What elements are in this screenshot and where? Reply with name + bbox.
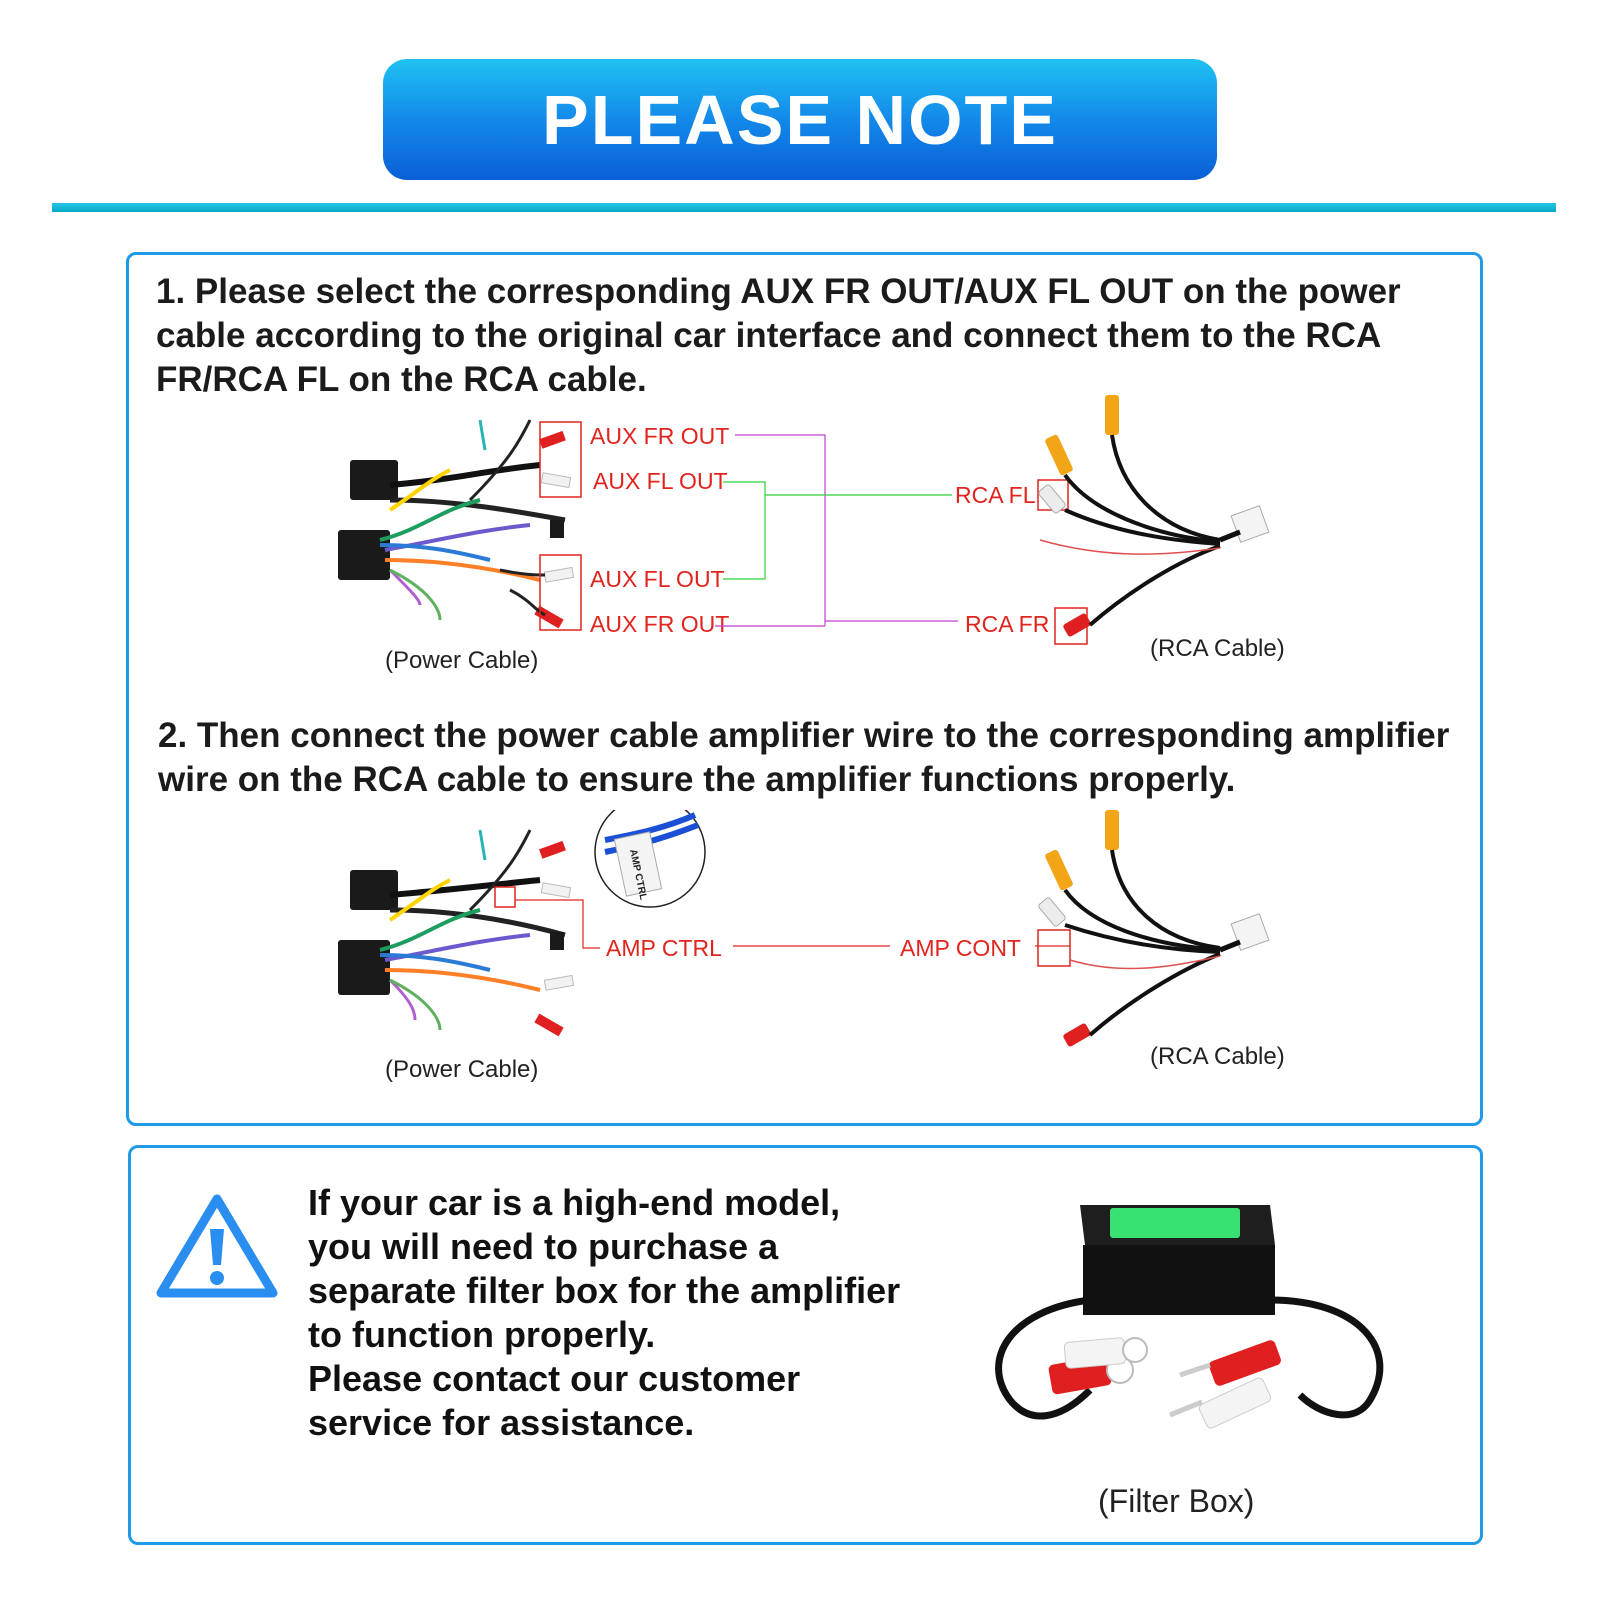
step-1-text: 1. Please select the corresponding AUX F…: [156, 272, 1401, 399]
power-cable-caption: (Power Cable): [385, 1056, 538, 1083]
rca-cable-caption: (RCA Cable): [1150, 1043, 1285, 1070]
label-aux-fl-out-top: AUX FL OUT: [593, 468, 728, 494]
page-title: PLEASE NOTE: [542, 80, 1058, 159]
label-rca-fl: RCA FL: [955, 482, 1036, 508]
label-amp-cont: AMP CONT: [900, 935, 1021, 961]
warning-text: If your car is a high-end model, you wil…: [308, 1182, 901, 1443]
label-amp-ctrl: AMP CTRL: [606, 935, 722, 961]
power-cable-caption: (Power Cable): [385, 647, 538, 674]
header-divider: [52, 203, 1556, 212]
amp-wire-highlight-box: [494, 886, 516, 908]
amp-connection-lines: [515, 899, 1070, 949]
fr-connection-lines: [715, 434, 958, 627]
rca-cable-image: [1038, 810, 1270, 1047]
filter-box-caption: (Filter Box): [1098, 1483, 1255, 1519]
power-cable-image: [338, 829, 575, 1037]
rca-cable-caption: (RCA Cable): [1150, 635, 1285, 662]
label-aux-fr-out-bottom: AUX FR OUT: [590, 611, 729, 637]
fl-connection-lines: [723, 481, 952, 580]
aux-top-highlight-box: [539, 421, 582, 498]
rca-cable-image: [1037, 395, 1270, 645]
power-cable-image: [338, 419, 575, 629]
please-note-banner: PLEASE NOTE: [383, 59, 1217, 180]
step-2-text: 2. Then connect the power cable amplifie…: [158, 716, 1450, 799]
aux-rca-wiring-diagram: AUX FR OUT AUX FL OUT AUX FL OUT AUX FR …: [338, 395, 1285, 674]
amp-cont-highlight-box: [1037, 929, 1071, 967]
amp-wiring-diagram: AMP CTRL AMP CTRL AMP CONT (Power Cable)…: [338, 810, 1285, 1083]
label-aux-fl-out-bottom: AUX FL OUT: [590, 566, 725, 592]
label-aux-fr-out-top: AUX FR OUT: [590, 423, 729, 449]
filter-box-image: [995, 1205, 1384, 1429]
amp-ctrl-zoom-inset: AMP CTRL: [594, 810, 706, 908]
label-rca-fr: RCA FR: [965, 611, 1049, 637]
warning-triangle-icon: [156, 1194, 278, 1298]
aux-bottom-highlight-box: [539, 554, 582, 631]
